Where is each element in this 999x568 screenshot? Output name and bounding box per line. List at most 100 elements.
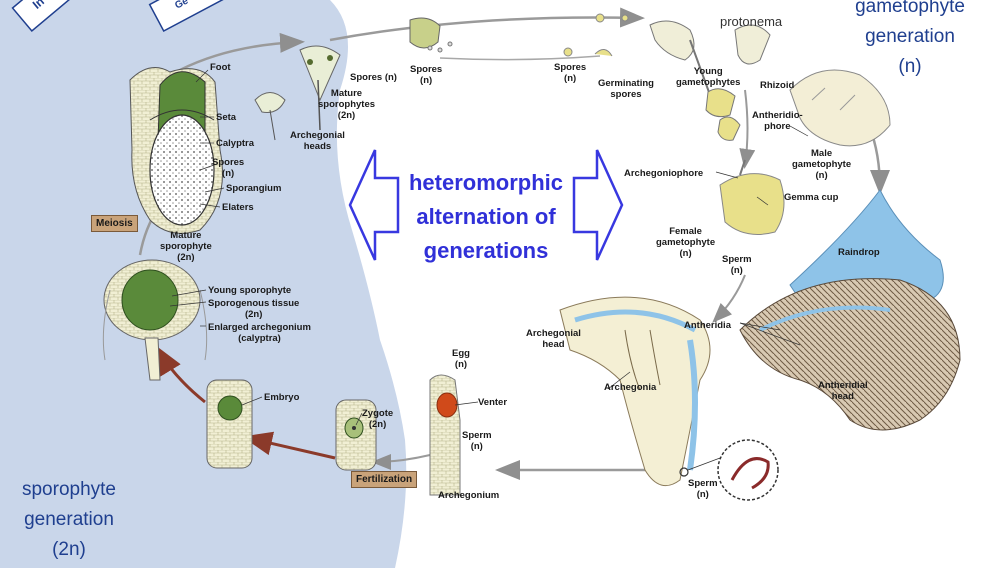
label-calyptra: Calyptra (216, 138, 255, 149)
label-female-gametophyte-2: gametophyte (656, 237, 716, 248)
spores-capsule-drawing (409, 17, 453, 53)
label-antheridial-head-1: Antheridial (818, 380, 868, 391)
label-mature-sporophytes-2: sporophytes (318, 99, 376, 110)
raindrop-drawing (789, 189, 944, 301)
label-zygote-1: Zygote (362, 408, 394, 419)
label-young-gametophytes-2: gametophytes (676, 77, 741, 88)
label-male-gametophyte-2: gametophyte (792, 159, 852, 170)
gametophyte-line-2: generation (865, 26, 955, 47)
label-zygote: Zygote (2n) (362, 408, 393, 430)
corner-tab-right (148, 0, 236, 33)
label-rhizoid: Rhizoid (760, 80, 795, 91)
cycle-arrow-spores (439, 55, 601, 61)
leader-lines (169, 69, 809, 426)
label-zygote-2: (2n) (368, 419, 387, 430)
sporophyte-region (0, 0, 407, 568)
sporophyte-generation-label: sporophyte generation (2n) (0, 475, 138, 565)
female-gametophyte-drawing (719, 159, 785, 235)
label-young-gametophytes: Young gametophytes (676, 66, 740, 88)
label-sperm-bottom-2: (n) (696, 489, 709, 500)
antheridial-head-drawing (739, 278, 961, 431)
label-archegonial-head-1: Archegonial (526, 328, 581, 339)
label-spores-a-1: Spores (410, 64, 443, 75)
label-mature-sporophyte: Mature sporophyte (2n) (160, 230, 212, 263)
label-antheridia: Antheridia (684, 320, 731, 331)
label-sperm-mid-1: Sperm (462, 430, 492, 441)
young-sporophyte-drawing (102, 259, 208, 381)
young-gametophytes-drawing (649, 20, 771, 141)
label-antheridiophore: Antheridio- phore (752, 110, 803, 132)
sporophyte-arrow-1 (242, 431, 336, 460)
label-seta: Seta (216, 112, 237, 123)
label-mature-sporophytes: Mature sporophytes (2n) (318, 88, 375, 121)
label-elaters: Elaters (222, 202, 254, 213)
gametophyte-line-1: gametophyte (855, 0, 965, 17)
headline-arrow-left (348, 149, 400, 261)
cycle-arrow-gameto-down (739, 89, 756, 169)
label-spores-left-1: Spores (212, 157, 245, 168)
label-mature-sporophyte-1: Mature (170, 230, 202, 241)
label-sporangium: Sporangium (226, 183, 282, 194)
zygote-drawing (335, 399, 377, 471)
label-female-gametophyte-3: (n) (679, 248, 692, 259)
headline: heteromorphic alternation of generations (386, 166, 586, 268)
label-archegonial-heads: Archegonial heads (290, 130, 345, 152)
label-mature-sporophytes-1: Mature (330, 88, 363, 99)
headline-arrow-right (572, 149, 624, 261)
label-antheridial-head: Antheridial head (818, 380, 868, 402)
sporophyte-line-3: (2n) (52, 539, 86, 560)
label-female-gametophyte-1: Female (669, 226, 702, 237)
label-archegonial-head-2: head (542, 339, 565, 350)
cycle-arrow-top (329, 7, 645, 42)
sporophyte-line-2: generation (24, 509, 114, 530)
label-sperm-mid-2: (n) (470, 441, 483, 452)
label-young-gametophytes-1: Young (693, 66, 723, 77)
label-gemma-cup: Gemma cup (784, 192, 839, 203)
label-venter: Venter (478, 397, 508, 408)
label-sperm-mid: Sperm (n) (462, 430, 492, 452)
label-spores-b-2: (n) (564, 73, 577, 84)
label-spores-a-2: (n) (420, 75, 433, 86)
label-protonema: protonema (720, 14, 783, 29)
mature-sporophyte-drawing (129, 67, 223, 234)
gametophyte-line-3: (n) (898, 56, 922, 77)
label-egg-2: (n) (454, 359, 468, 370)
label-sporogenous-tissue-2: (2n) (244, 309, 263, 320)
label-spores-a: Spores (n) (410, 64, 442, 86)
label-archegoniophore: Archegoniophore (624, 168, 704, 179)
label-embryo: Embryo (264, 392, 300, 403)
label-archegonial-heads-2: heads (303, 141, 332, 152)
corner-tab-left (11, 0, 87, 33)
headline-line-3: generations (423, 238, 549, 263)
label-sperm-bottom: Sperm (n) (688, 478, 718, 500)
label-archegonium: Archegonium (438, 490, 500, 501)
sperm-inset-drawing (679, 439, 779, 501)
label-germinating-spores-1: Germinating (598, 78, 654, 89)
label-sporogenous-tissue: Sporogenous tissue (2n) (208, 298, 299, 320)
fertilization-tag: Fertilization (351, 471, 418, 488)
label-spores-left-2: (n) (222, 168, 235, 179)
label-mature-sporophyte-2: sporophyte (160, 241, 212, 252)
label-enlarged-archegonium-2: (calyptra) (238, 333, 281, 344)
label-egg: Egg (n) (452, 348, 470, 370)
label-germinating-spores: Germinating spores (598, 78, 654, 100)
label-male-gametophyte-1: Male (811, 148, 833, 159)
label-mature-sporophytes-3: (2n) (337, 110, 356, 121)
headline-line-1: heteromorphic (408, 170, 564, 195)
label-archegonia: Archegonia (604, 382, 657, 393)
label-spores-top: Spores (n) (350, 72, 397, 83)
label-sporogenous-tissue-1: Sporogenous tissue (208, 298, 300, 309)
gametophyte-generation-label: gametophyte generation (n) (835, 0, 985, 82)
label-male-gametophyte-3: (n) (815, 170, 828, 181)
meiosis-tag: Meiosis (91, 215, 138, 232)
label-mature-sporophyte-3: (2n) (177, 252, 195, 263)
sporophyte-line-1: sporophyte (21, 479, 116, 500)
embryo-drawing (206, 379, 253, 469)
archegonial-heads-drawing (254, 45, 341, 141)
label-male-gametophyte: Male gametophyte (n) (792, 148, 851, 181)
label-germinating-spores-2: spores (610, 89, 642, 100)
cycle-arrow-sperm-down (712, 274, 746, 323)
label-egg-1: Egg (452, 348, 470, 359)
archegonium-drawing (429, 374, 461, 496)
